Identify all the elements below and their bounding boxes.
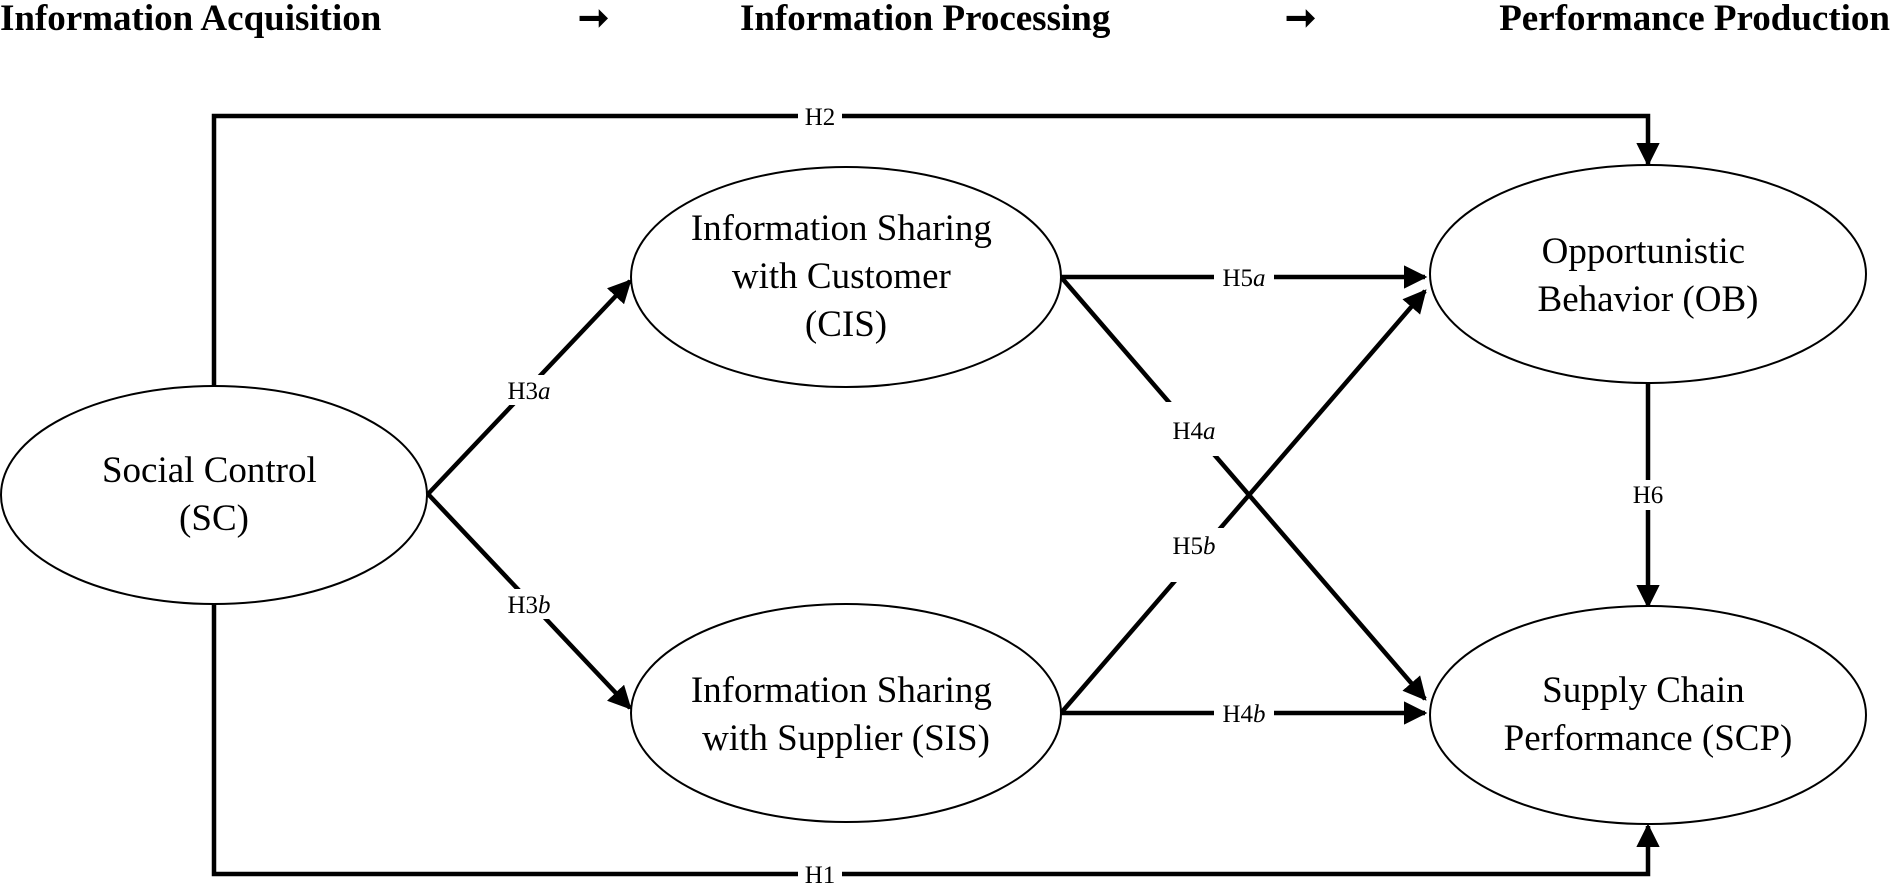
node-scp-ellipse (1429, 605, 1867, 825)
hyp-h4b: H4b (1214, 698, 1274, 728)
node-sc-ellipse (0, 385, 428, 605)
hyp-h5a-label: H5a (1222, 265, 1265, 292)
hyp-h4b-bg (1214, 698, 1274, 728)
hyp-h5a-bg (1214, 262, 1274, 292)
hyp-h3a-bg (500, 375, 558, 405)
node-sc: Social Control (SC) (0, 385, 428, 605)
node-sc-line-2: (SC) (179, 498, 249, 539)
hyp-h3a-label: H3a (507, 378, 550, 405)
hyp-h3a: H3a (500, 375, 558, 405)
node-ob-label: Opportunistic Behavior (OB) (1538, 231, 1759, 320)
node-cis-line-1: Information Sharing (691, 208, 992, 249)
node-cis-line-2: with Customer (732, 256, 951, 297)
node-cis-ellipse (630, 166, 1062, 388)
hyp-h2-bg (798, 102, 842, 130)
hyp-h4b-label: H4b (1222, 701, 1265, 728)
hyp-h4a-bg (1162, 402, 1226, 456)
node-scp: Supply Chain Performance (SCP) (1429, 605, 1867, 825)
hyp-h1: H1 (798, 860, 842, 889)
node-cis: Information Sharing with Customer (CIS) (630, 166, 1062, 388)
stage-acquisition-label: Information Acquisition (0, 0, 382, 39)
node-scp-label: Supply Chain Performance (SCP) (1504, 670, 1793, 759)
stage-arrow-2-icon: ➞ (1285, 0, 1316, 39)
hyp-h5b: H5b (1162, 528, 1226, 582)
hyp-h1-bg (798, 860, 842, 888)
edge-h5b (1059, 289, 1427, 715)
node-sis: Information Sharing with Supplier (SIS) (630, 603, 1062, 823)
hyp-h5b-bg (1162, 528, 1226, 582)
node-cis-line-3: (CIS) (805, 304, 887, 345)
hyp-h6: H6 (1626, 480, 1670, 510)
hypothesis-labels: H2 H1 H3a H3b H5a H4a H5b H4b (500, 102, 1670, 889)
node-sis-ellipse (630, 603, 1062, 823)
node-scp-line-2: Performance (SCP) (1504, 718, 1793, 759)
hyp-h6-label: H6 (1633, 482, 1664, 509)
node-ob-line-1: Opportunistic (1542, 231, 1745, 272)
hyp-h3b-label: H3b (507, 592, 550, 619)
edge-h2 (211, 113, 1660, 386)
hyp-h2: H2 (798, 102, 842, 131)
hyp-h3b-bg (500, 589, 558, 619)
node-sis-line-2: with Supplier (SIS) (702, 718, 990, 759)
hyp-h1-label: H1 (805, 862, 836, 889)
hyp-h2-label: H2 (805, 104, 836, 131)
hyp-h3b: H3b (500, 589, 558, 619)
stage-header: Information Acquisition ➞ Information Pr… (0, 0, 1890, 39)
node-sis-line-1: Information Sharing (691, 670, 992, 711)
edge-h1 (211, 604, 1660, 877)
node-ob-ellipse (1429, 164, 1867, 384)
node-sc-line-1: Social Control (102, 450, 317, 491)
stage-production-label: Performance Production (1499, 0, 1890, 39)
stage-processing-label: Information Processing (740, 0, 1111, 39)
hyp-h4a-label: H4a (1172, 418, 1215, 445)
hyp-h6-bg (1626, 480, 1670, 510)
hyp-h5b-label: H5b (1172, 533, 1215, 560)
node-ob: Opportunistic Behavior (OB) (1429, 164, 1867, 384)
edge-h4a (1059, 275, 1427, 701)
node-cis-label: Information Sharing with Customer (CIS) (691, 208, 1001, 345)
node-sis-label: Information Sharing with Supplier (SIS) (691, 670, 1001, 759)
node-ob-line-2: Behavior (OB) (1538, 279, 1759, 320)
hyp-h4a: H4a (1162, 402, 1226, 456)
node-sc-label: Social Control (SC) (102, 450, 326, 539)
hyp-h5a: H5a (1214, 262, 1274, 292)
node-scp-line-1: Supply Chain (1542, 670, 1745, 711)
stage-arrow-1-icon: ➞ (578, 0, 609, 39)
